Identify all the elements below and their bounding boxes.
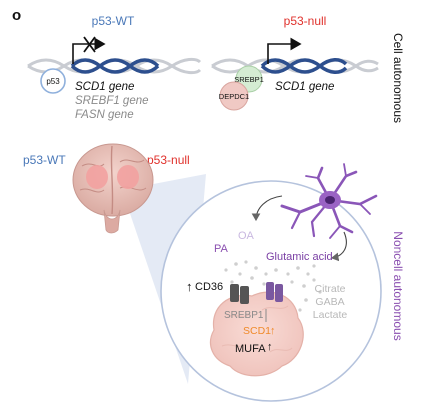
bottom-p53-null-label: p53-null bbox=[147, 153, 190, 167]
pa-label: PA bbox=[214, 243, 229, 255]
top-p53-wt-title: p53-WT bbox=[92, 14, 135, 28]
metabolite-dots bbox=[224, 260, 322, 312]
bottom-p53-wt-label: p53-WT bbox=[23, 153, 66, 167]
dna-strand-null bbox=[211, 58, 379, 74]
scd1-up-arrow: ↑ bbox=[270, 325, 276, 337]
glutamate-transporter bbox=[266, 282, 283, 302]
depdc1-blob-label: DEPDC1 bbox=[219, 92, 249, 101]
p53-circle bbox=[40, 68, 66, 94]
noncell-autonomous-label: Noncell autonomous bbox=[391, 231, 405, 340]
astrocyte-nucleus bbox=[325, 196, 335, 204]
promoter-arrow-wt bbox=[72, 37, 106, 64]
scd1-label: SCD1 bbox=[243, 325, 271, 337]
wt-gene-fasn: FASN gene bbox=[75, 109, 134, 121]
glutamic-acid-label: Glutamic acid bbox=[266, 251, 333, 263]
astrocyte-cell bbox=[280, 163, 378, 239]
wt-gene-srebf1: SREBF1 gene bbox=[75, 95, 149, 107]
cd36-label: CD36 bbox=[195, 281, 223, 293]
cd36-up-arrow: ↑ bbox=[186, 279, 193, 294]
top-p53-null-title: p53-null bbox=[284, 14, 327, 28]
blocked-x-icon bbox=[83, 36, 96, 53]
null-gene-scd1: SCD1 gene bbox=[275, 81, 334, 93]
dna-strand-wt bbox=[27, 57, 202, 75]
citrate-label: Citrate bbox=[315, 283, 346, 295]
mufa-up-arrow: ↑ bbox=[267, 341, 273, 353]
panel-label: o bbox=[12, 7, 21, 24]
cd36-transporter bbox=[230, 284, 249, 304]
depdc1-blob bbox=[219, 81, 249, 111]
lactate-label: Lactate bbox=[313, 309, 348, 321]
p53-circle-label: p53 bbox=[46, 77, 60, 86]
srebp1-blob-label: SREBP1 bbox=[234, 75, 264, 84]
gaba-label: GABA bbox=[315, 296, 344, 308]
oa-arrow bbox=[251, 195, 283, 222]
oa-label: OA bbox=[238, 230, 255, 242]
glutamic-acid-arrow bbox=[330, 231, 347, 262]
brain-illustration bbox=[72, 143, 154, 234]
mufa-label: MUFA bbox=[235, 343, 266, 355]
promoter-arrow-null bbox=[267, 37, 302, 64]
cell-autonomous-label: Cell autonomous bbox=[391, 33, 405, 123]
srebp1-label: SREBP1 bbox=[224, 310, 264, 321]
wt-gene-scd1: SCD1 gene bbox=[75, 81, 134, 93]
